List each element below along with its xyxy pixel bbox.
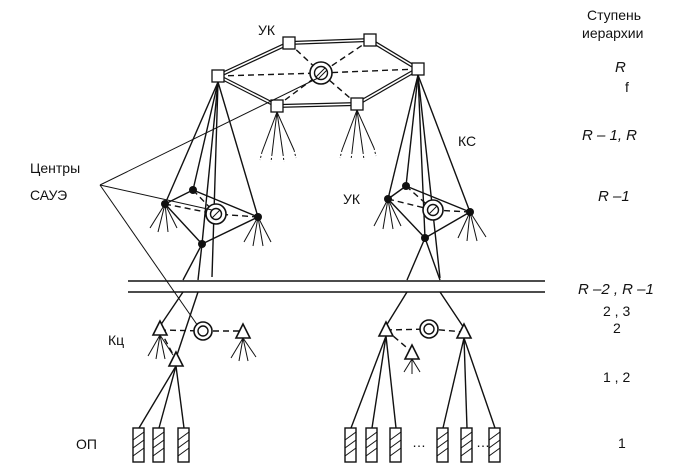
right-triangle-lower (403, 343, 421, 360)
op-bars-right (344, 427, 501, 463)
op-bar (177, 427, 190, 463)
op-bar-hatching (132, 431, 501, 457)
level-5-main: 2 , 3 (603, 303, 630, 319)
op-bar (132, 427, 145, 463)
hierarchy-title-1: Ступень (587, 7, 641, 23)
fan-right-node-a (373, 198, 402, 230)
left-node-b (189, 186, 197, 194)
label-centers-1: Центры (30, 160, 80, 176)
top-node-upper-right (363, 33, 377, 47)
left-center-node (205, 203, 227, 225)
right-center-node (422, 199, 444, 221)
label-kc: Кц (108, 332, 124, 348)
label-ks: КС (458, 133, 476, 149)
left-subsystem (149, 81, 272, 281)
centers-pointer-lines (99, 77, 319, 327)
top-node-upper-left (282, 36, 296, 50)
lower-right-center-node (419, 319, 439, 339)
op-ellipsis-2: … (476, 434, 490, 450)
fan-left-node-c (243, 216, 272, 247)
lower-left-kc-group (138, 291, 257, 429)
fan-lower-left-node (259, 111, 297, 163)
op-bar (389, 427, 402, 463)
hierarchy-column: Ступень иерархии R f R – 1, R R –1 R –2 … (578, 7, 654, 451)
fan-kc-right (230, 337, 257, 362)
label-centers-2: САУЭ (30, 187, 67, 203)
fan-kc-left (147, 334, 174, 360)
top-center-node (309, 61, 333, 85)
label-uk-top: УК (258, 22, 276, 38)
right-subsystem (373, 74, 487, 281)
lower-right-group (350, 291, 496, 429)
level-4: R –2 , R –1 (578, 281, 654, 298)
right-node-b (402, 182, 410, 190)
fan-lower-right-node (339, 109, 377, 161)
lower-left-center-node (193, 321, 213, 341)
level-1-main: R (615, 59, 626, 76)
op-bar (488, 427, 501, 463)
hierarchy-title-2: иерархии (582, 25, 643, 41)
level-2: R – 1, R (582, 127, 637, 144)
op-bar (152, 427, 165, 463)
kc-triangle-lower (167, 350, 185, 367)
top-control-ring (211, 33, 425, 163)
fan-left-node-a (149, 203, 178, 233)
op-bar (344, 427, 357, 463)
top-node-right (411, 62, 425, 76)
level-3: R –1 (598, 188, 630, 205)
communication-bus (128, 280, 545, 293)
op-bar (460, 427, 473, 463)
kc-triangle-left (151, 319, 169, 336)
right-triangle-left (377, 320, 395, 337)
op-bar (365, 427, 378, 463)
label-op: ОП (76, 436, 97, 452)
op-bar (436, 427, 449, 463)
top-node-lower-left (270, 99, 284, 113)
level-1-sub: f (625, 79, 629, 95)
op-ellipsis-1: … (412, 434, 426, 450)
level-7: 1 (618, 435, 626, 451)
label-uk-mid: УК (343, 191, 361, 207)
level-6: 1 , 2 (603, 369, 630, 385)
fan-right-node-c (457, 211, 487, 242)
level-5-sub: 2 (613, 320, 621, 336)
op-bars-left (132, 427, 190, 463)
top-node-left (211, 69, 225, 83)
top-node-lower-right (350, 97, 364, 111)
